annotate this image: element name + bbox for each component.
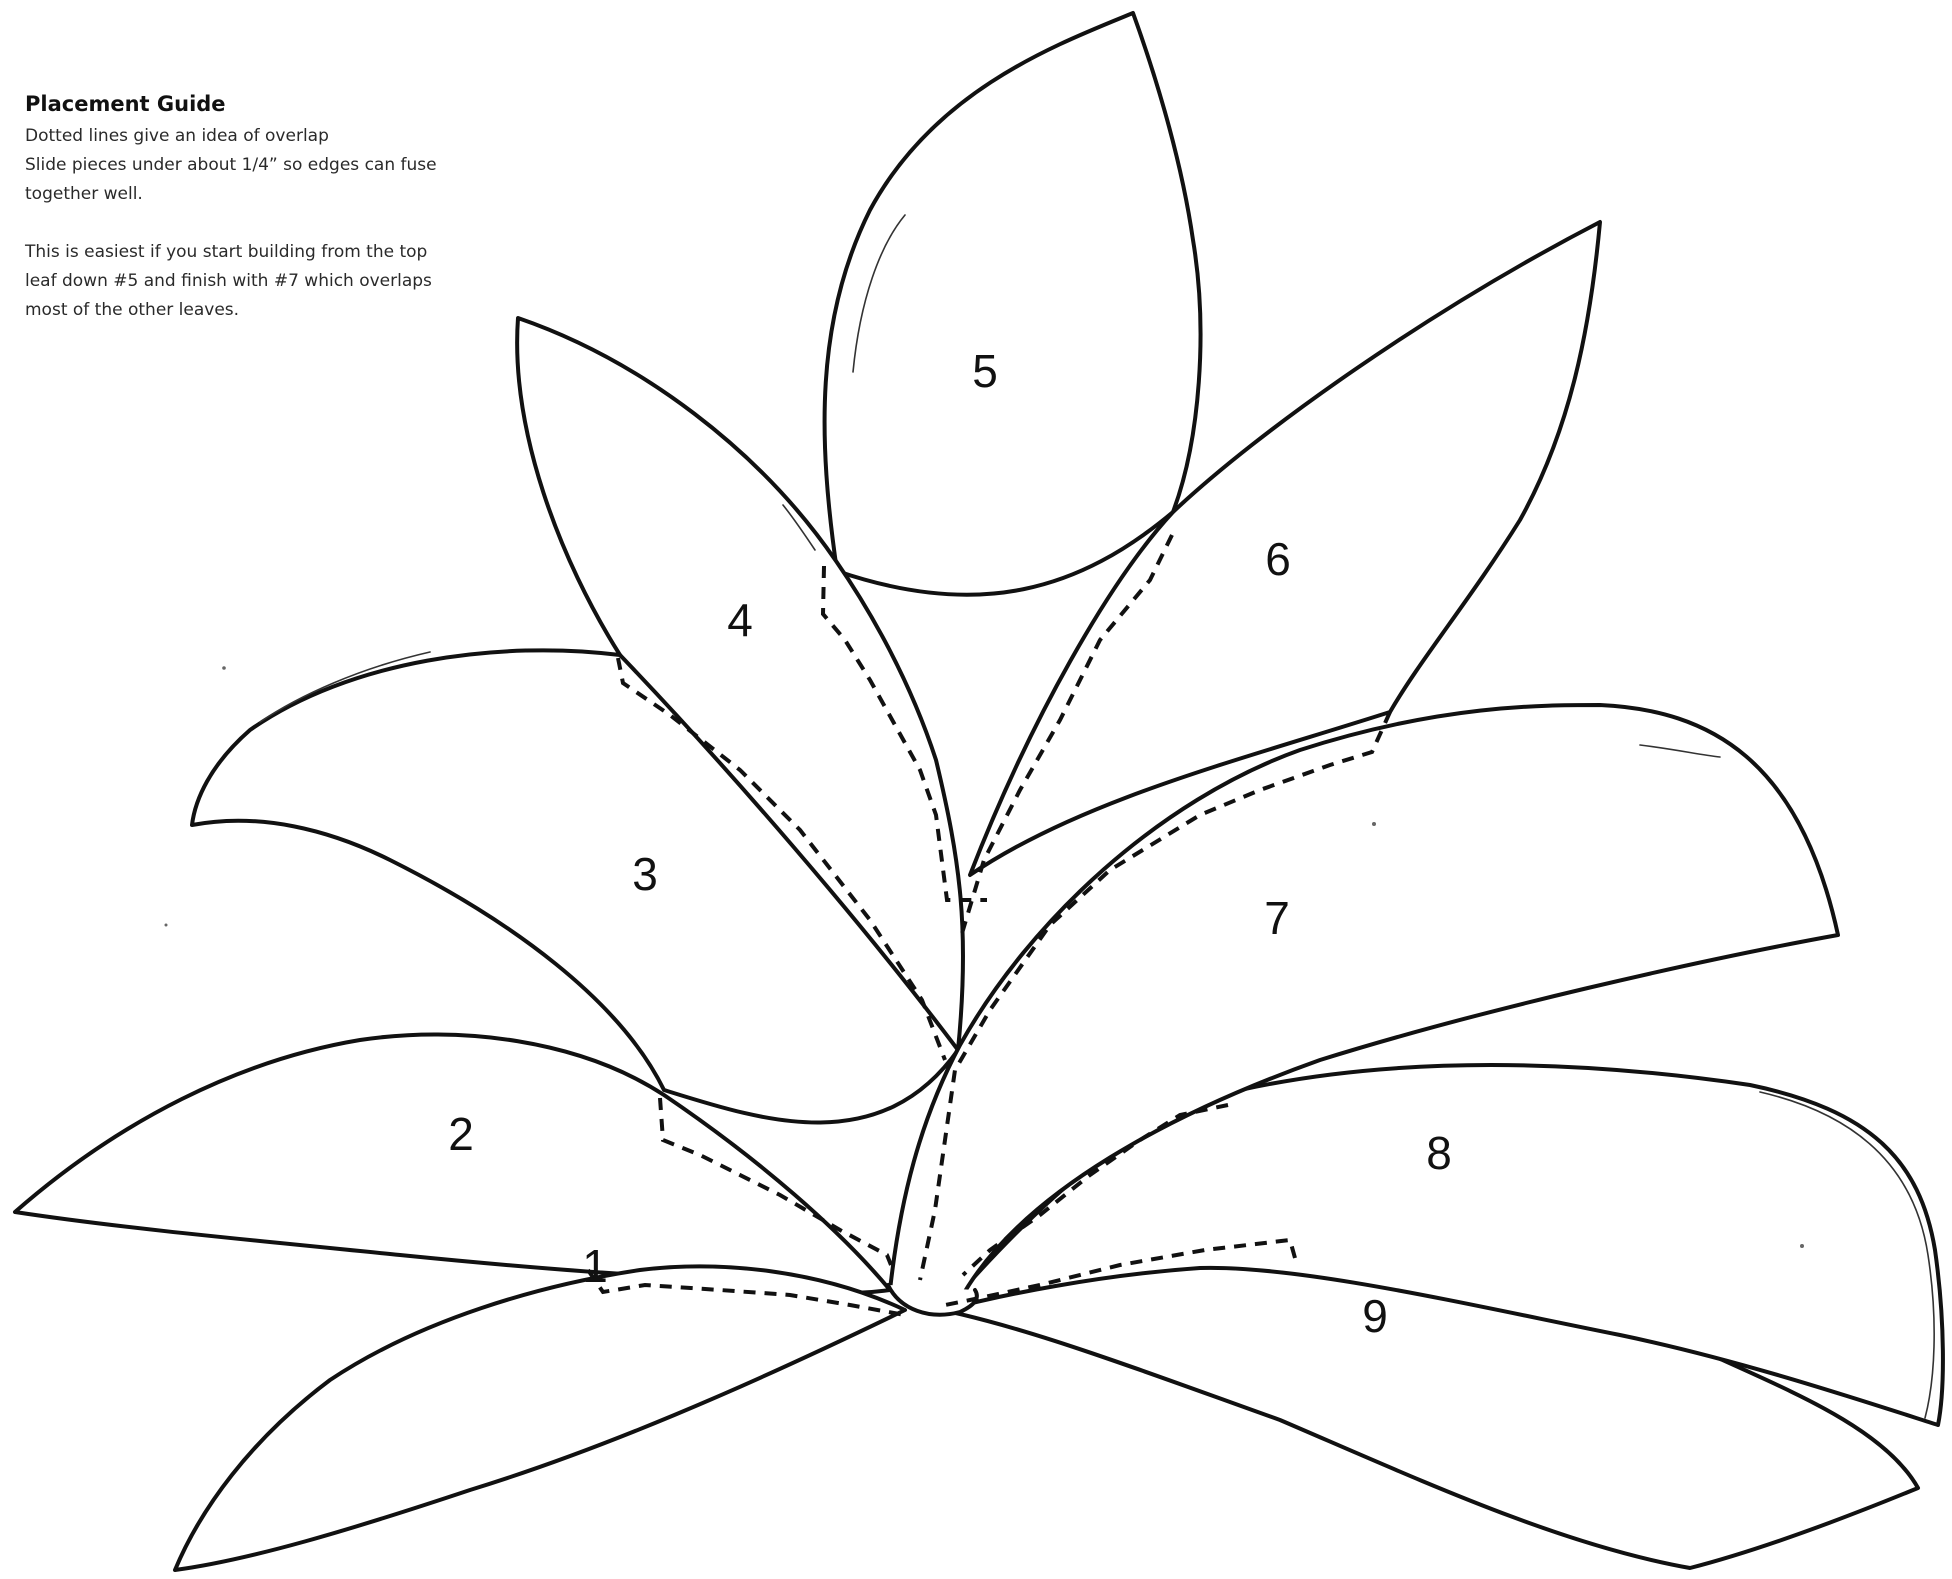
leaf-number-8: 8 bbox=[1426, 1127, 1452, 1179]
speck-mark bbox=[1800, 1244, 1804, 1248]
leaf-number-1: 1 bbox=[582, 1240, 608, 1292]
leaf-1-outline bbox=[175, 1266, 905, 1570]
speck-mark bbox=[1372, 822, 1376, 826]
leaf-number-7: 7 bbox=[1264, 892, 1290, 944]
leaf-number-9: 9 bbox=[1362, 1290, 1388, 1342]
leaf-number-3: 3 bbox=[632, 848, 658, 900]
leaf-number-4: 4 bbox=[727, 594, 753, 646]
leaf-5-outline bbox=[825, 13, 1201, 595]
leaf-number-2: 2 bbox=[448, 1108, 474, 1160]
speck-mark bbox=[222, 666, 226, 670]
speck-mark bbox=[165, 924, 168, 927]
leaf-number-5: 5 bbox=[972, 345, 998, 397]
leaf-number-6: 6 bbox=[1265, 533, 1291, 585]
